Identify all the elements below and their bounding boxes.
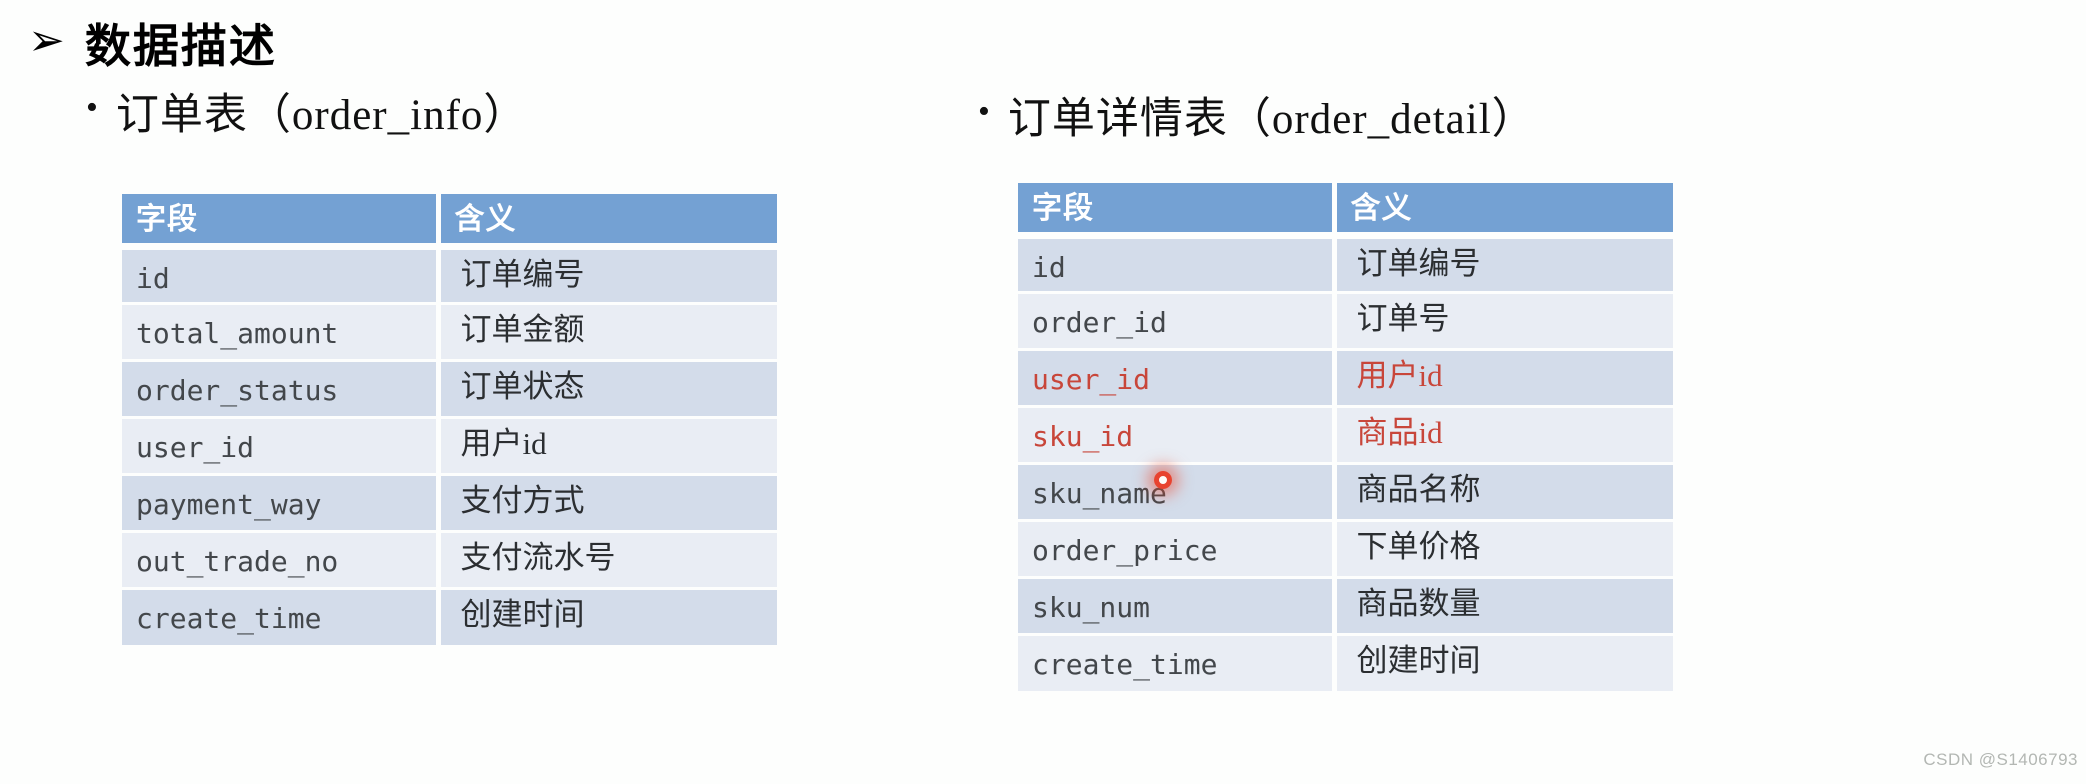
dot-bullet-icon: •: [978, 93, 990, 130]
meaning-cell: 商品名称: [1334, 461, 1673, 520]
watermark: CSDN @S1406793: [1923, 750, 2078, 769]
field-cell: id: [1018, 233, 1337, 292]
page-title-text: 数据描述: [84, 20, 277, 72]
field-cell: order_id: [1018, 290, 1337, 349]
field-cell: total_amount: [122, 301, 441, 360]
field-cell: user_id: [122, 415, 441, 474]
column-header-field: 字段: [122, 194, 441, 250]
meaning-cell: 支付方式: [438, 472, 777, 531]
field-cell: id: [122, 244, 441, 303]
meaning-cell: 下单价格: [1334, 518, 1673, 577]
field-cell: payment_way: [122, 472, 441, 531]
meaning-cell: 订单金额: [438, 301, 777, 360]
meaning-cell: 用户id: [1334, 347, 1673, 406]
column-header-meaning: 含义: [438, 194, 777, 250]
field-cell: sku_name: [1018, 461, 1337, 520]
field-cell: create_time: [1018, 632, 1337, 691]
column-header-meaning: 含义: [1334, 183, 1673, 239]
meaning-cell: 商品id: [1334, 404, 1673, 463]
meaning-cell: 支付流水号: [438, 529, 777, 588]
meaning-cell: 订单号: [1334, 290, 1673, 349]
field-cell: user_id: [1018, 347, 1337, 406]
field-cell: order_status: [122, 358, 441, 417]
section-heading-order-info: • 订单表（order_info）: [86, 80, 527, 142]
field-cell: create_time: [122, 586, 441, 645]
table-header-row: 字段 含义: [1018, 183, 1673, 239]
meaning-cell: 订单编号: [1334, 233, 1673, 292]
arrow-bullet-icon: ➢: [28, 16, 65, 65]
field-cell: out_trade_no: [122, 529, 441, 588]
dot-bullet-icon: •: [86, 89, 98, 126]
laser-pointer-icon: [1154, 471, 1172, 489]
section-heading-text: 订单详情表（order_detail）: [1007, 96, 1536, 143]
table-header-row: 字段 含义: [122, 194, 777, 250]
page-title: ➢ 数据描述: [28, 10, 277, 76]
column-header-field: 字段: [1018, 183, 1337, 239]
meaning-cell: 用户id: [438, 415, 777, 474]
meaning-cell: 创建时间: [1334, 632, 1673, 691]
meaning-cell: 创建时间: [438, 586, 777, 645]
field-cell: sku_num: [1018, 575, 1337, 634]
meaning-cell: 商品数量: [1334, 575, 1673, 634]
field-cell: sku_id: [1018, 404, 1337, 463]
field-cell: order_price: [1018, 518, 1337, 577]
meaning-cell: 订单状态: [438, 358, 777, 417]
meaning-cell: 订单编号: [438, 244, 777, 303]
section-heading-text: 订单表（order_info）: [115, 92, 528, 139]
section-heading-order-detail: • 订单详情表（order_detail）: [978, 84, 1536, 146]
